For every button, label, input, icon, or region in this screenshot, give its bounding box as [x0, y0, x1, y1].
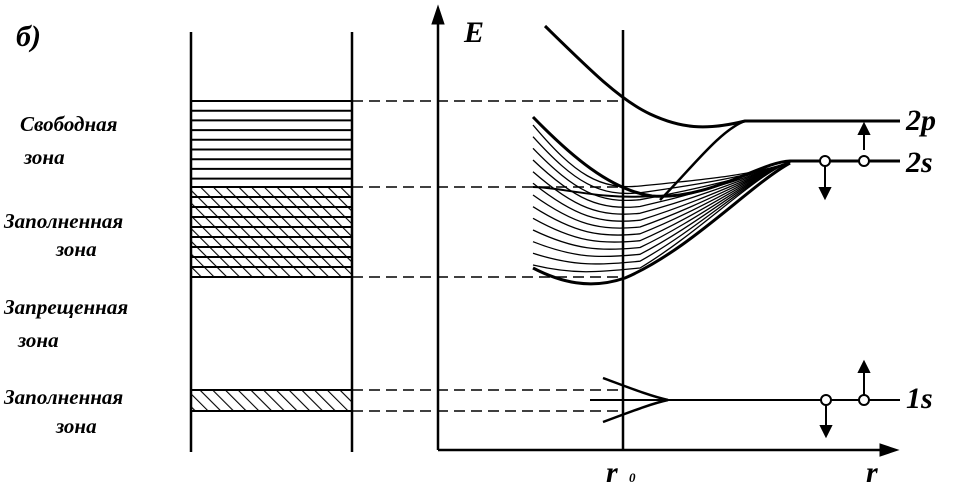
arrow-down-icon-1s [819, 425, 833, 439]
r0-subscript: 0 [629, 470, 636, 485]
y-axis-label: E [463, 16, 484, 49]
zone-filled-lower-line2: зона [55, 414, 97, 438]
y-axis-arrow-icon [431, 4, 445, 25]
band-column [189, 32, 354, 452]
curve-2s-upper-envelope [531, 115, 900, 198]
energy-curves [531, 24, 900, 424]
electron-1s-left [820, 394, 832, 406]
band-curve [532, 161, 791, 229]
arrow-up-icon-1s [857, 359, 871, 373]
zone-filled-upper-line1: Заполненная [3, 209, 123, 233]
r0-label: r [606, 456, 618, 489]
zone-forbidden-line1: Запрещенная [3, 295, 128, 319]
curve-2p-upper [543, 24, 900, 129]
electron-2s-left [819, 155, 831, 167]
level-label-2s: 2s [905, 146, 933, 179]
arrow-up-icon-2p [857, 121, 871, 135]
band-curve [532, 161, 791, 222]
curve-2s-crossing [532, 186, 653, 198]
band-curve [532, 161, 791, 215]
band-curve [532, 161, 791, 243]
filled-band-levels [191, 186, 352, 278]
x-axis-arrow-icon [879, 443, 900, 457]
band-curve [532, 161, 791, 258]
band-curve [532, 161, 791, 236]
spin-markers [818, 121, 871, 439]
curve-2p-rise [659, 119, 746, 201]
band-curve [532, 161, 791, 250]
zone-filled-lower-line1: Заполненная [3, 385, 123, 409]
zone-forbidden-line2: зона [17, 328, 59, 352]
zone-free-line2: зона [23, 145, 65, 169]
x-axis-label: r [866, 456, 878, 489]
dashed-projections [352, 100, 622, 412]
electron-1s-right [858, 394, 870, 406]
curve-1s-upper-split [602, 376, 669, 402]
free-band-levels [191, 100, 352, 180]
zone-free-line1: Свободная [20, 112, 118, 136]
band-curve [532, 147, 791, 202]
curve-1s-lower-split [602, 398, 669, 424]
band-curve [532, 161, 791, 265]
zone-labels: Свободная зона Заполненная зона Запрещен… [3, 112, 128, 438]
filled-band-lower-hatch [191, 390, 352, 411]
panel-label: б) [16, 20, 41, 53]
band-curve [532, 159, 791, 208]
electron-2s-right [858, 155, 870, 167]
curve-2s-lower-envelope [532, 161, 791, 286]
axes [431, 4, 900, 457]
band-curve [532, 161, 791, 273]
level-label-2p: 2p [905, 104, 936, 137]
zone-filled-upper-line2: зона [55, 237, 97, 261]
level-label-1s: 1s [906, 382, 933, 415]
arrow-down-icon-2s [818, 187, 832, 201]
filled-band-upper-hatch [191, 187, 352, 277]
